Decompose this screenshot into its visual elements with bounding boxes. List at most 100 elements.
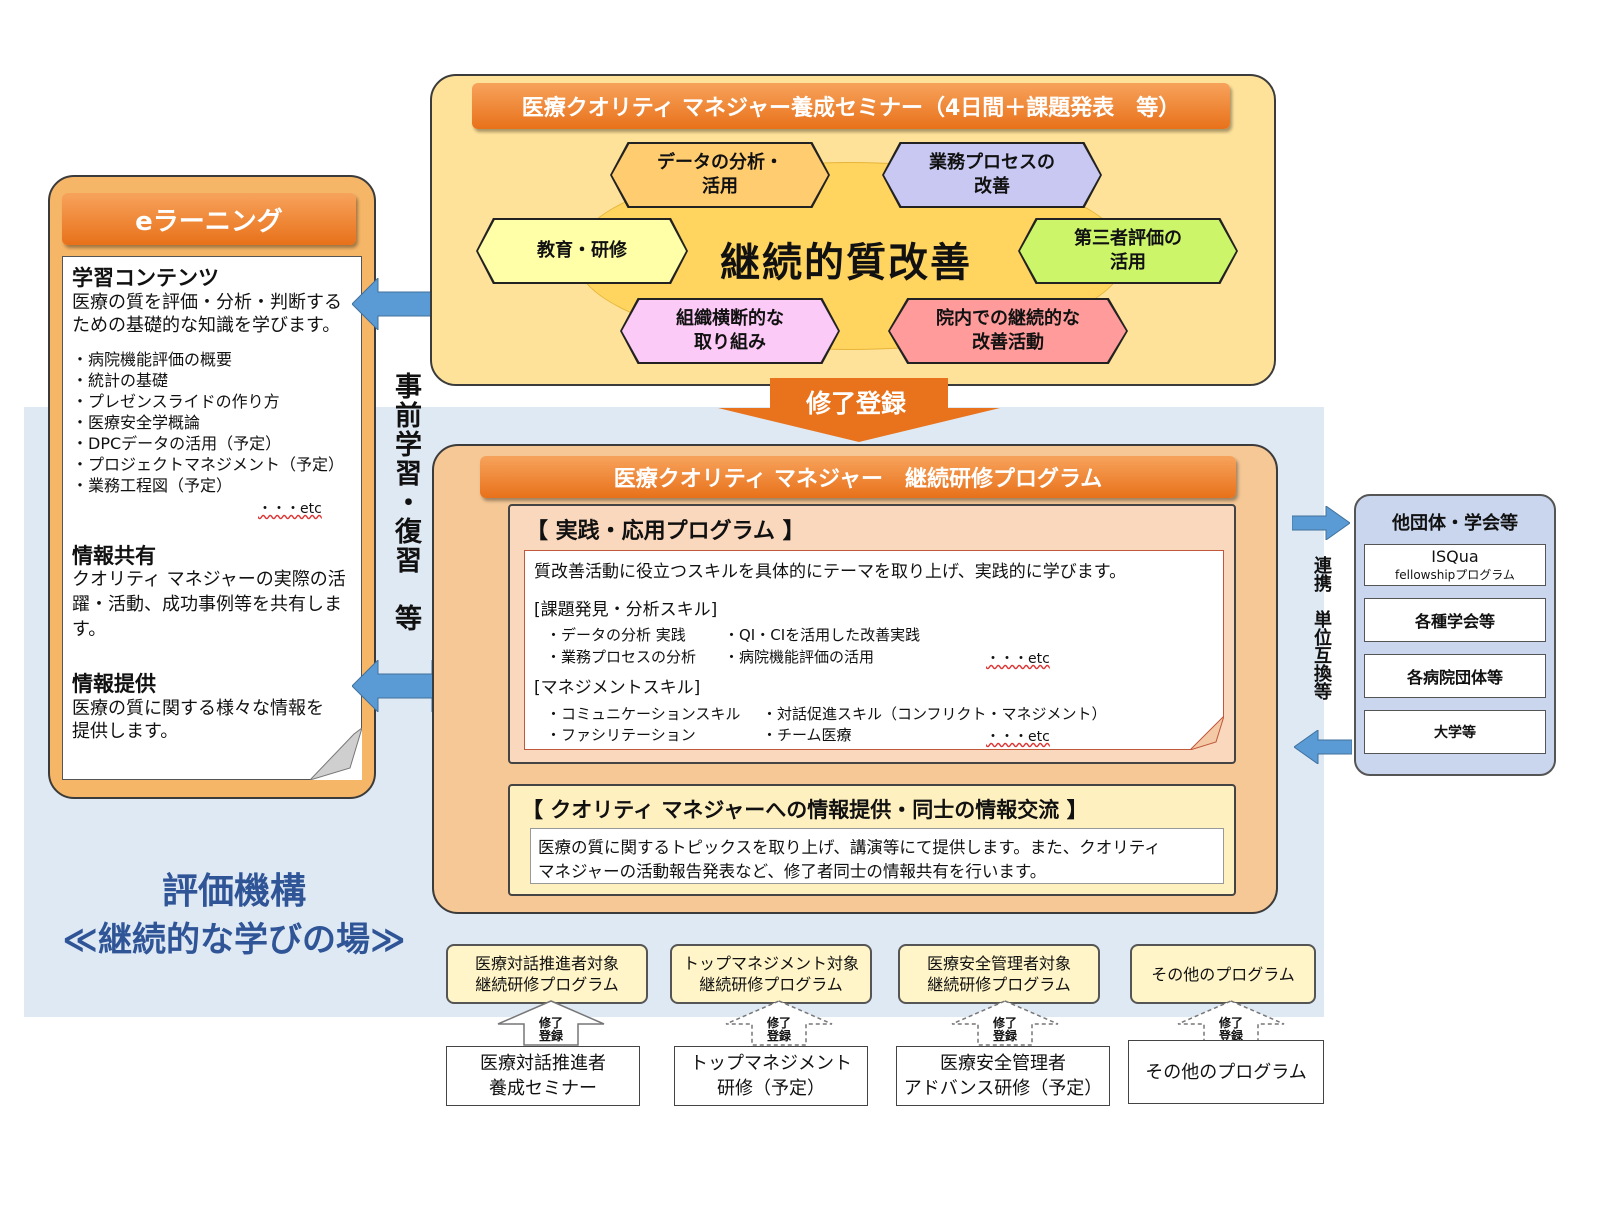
isqua-sub: fellowshipプログラム [1395,568,1515,582]
skill-item: ・コミュニケーションスキル [546,705,741,723]
arrow-label-line: 登録 [992,1029,1017,1043]
arrow-label-line: 登録 [538,1029,563,1043]
info-line-2: マネジャーの活動報告発表など、修了者同士の情報共有を行います。 [538,862,1047,881]
bottom-seminar-line: その他のプログラム [1145,1061,1307,1083]
isqua-item: ISQua fellowshipプログラム [1364,544,1546,586]
providing-desc-2: 提供します。 [72,721,179,742]
paper-curl-icon [310,728,362,780]
bottom-program: その他のプログラム [1130,944,1316,1004]
hex-line: 教育・研修 [537,240,627,261]
skill-item: ・QI・CIを活用した改善実践 [724,626,921,644]
learning-item: ・病院機能評価の概要 [72,350,233,369]
up-arrow-icon [1177,1000,1285,1046]
arrow-label: 修了登録 [524,1017,578,1043]
practice-heading: 【 実践・応用プログラム 】 [526,519,805,544]
sharing-desc-2: 躍・活動、成功事例等を共有しま [72,594,342,615]
learning-item: ・医療安全学概論 [72,413,201,432]
cooperation-label: 連携 単位互換等 [1311,556,1332,700]
paper-curl-icon [1190,716,1224,750]
skill-item: ・データの分析 実践 [546,626,686,644]
providing-desc-1: 医療の質に関する様々な情報を [72,698,324,719]
practice-paper [524,550,1224,750]
learning-desc-2: ための基礎的な知識を学びます。 [72,315,341,336]
org-name: 評価機構 [161,871,306,912]
hex-data-analysis-fill: データの分析・活用 [612,144,828,206]
seminar-title: 医療クオリティ マネジャー養成セミナー（4日間＋課題発表 等） [472,83,1230,129]
bottom-program-line: トップマネジメント対象 [682,954,859,973]
hex-line: 改善 [974,176,1010,197]
hex-line: 活用 [1110,252,1146,273]
double-arrow-icon [352,660,458,712]
learning-item: ・統計の基礎 [72,371,169,390]
completion-arrow-icon [718,378,1000,442]
bottom-program: 医療安全管理者対象継続研修プログラム [898,944,1100,1004]
org-item: 各種学会等 [1364,598,1546,642]
org-item: 大学等 [1364,710,1546,754]
up-arrow-icon [951,1000,1059,1046]
skill-item: ・ファシリテーション [546,726,696,744]
org-subtitle: ≪継続的な学びの場≫ [62,920,406,960]
up-arrow-icon [725,1000,833,1046]
bottom-seminar: 医療対話推進者養成セミナー [446,1046,640,1106]
hex-line: 組織横断的な [676,308,784,329]
skill-etc: ・・・etc [986,651,1050,667]
info-heading: 【 クオリティ マネジャーへの情報提供・同士の情報交流 】 [522,798,1088,822]
bottom-seminar: トップマネジメント研修（予定） [674,1046,868,1106]
sharing-desc-3: す。 [72,619,107,640]
double-arrow-icon [352,278,458,330]
hex-line: 第三者評価の [1074,228,1182,249]
continuous-quality-improvement: 継続的質改善 [720,240,972,286]
sharing-heading: 情報共有 [72,544,156,568]
elearning-paper [62,256,362,780]
hex-line: 院内での継続的な [936,308,1080,329]
isqua-name: ISQua [1431,547,1479,566]
bottom-program-line: 継続研修プログラム [699,975,843,994]
sharing-desc-1: クオリティ マネジャーの実際の活 [72,569,346,590]
skill-etc: ・・・etc [986,729,1050,745]
hex-line: 活用 [702,176,738,197]
bottom-program: トップマネジメント対象継続研修プログラム [670,944,872,1004]
bottom-program-line: 医療安全管理者対象 [926,954,1071,973]
hex-line: 改善活動 [972,332,1044,353]
program-title: 医療クオリティ マネジャー 継続研修プログラム [480,456,1236,498]
skill-analysis-label: [課題発見・分析スキル] [534,600,718,620]
hex-line: データの分析・ [657,152,783,173]
bottom-program-line: 継続研修プログラム [475,975,619,994]
other-orgs-title: 他団体・学会等 [1392,513,1518,534]
bottom-seminar-line: アドバンス研修（予定） [903,1078,1103,1099]
hex-education-fill: 教育・研修 [478,220,686,282]
bottom-program: 医療対話推進者対象継続研修プログラム [446,944,648,1004]
hex-continuous-activity-fill: 院内での継続的な改善活動 [890,300,1126,362]
learning-etc: ・・・etc [258,501,322,517]
org-item: 各病院団体等 [1364,654,1546,698]
arrow-label-line: 修了 [992,1016,1017,1030]
arrow-label: 修了登録 [1204,1017,1258,1043]
up-arrow-icon [497,1000,605,1046]
providing-heading: 情報提供 [72,672,156,696]
bottom-seminar-line: 医療対話推進者 [480,1053,606,1074]
bottom-seminar: 医療安全管理者アドバンス研修（予定） [896,1046,1110,1106]
arrow-label-line: 修了 [1218,1016,1243,1030]
skill-item: ・チーム医療 [762,726,852,744]
skill-item: ・病院機能評価の活用 [724,648,875,666]
learning-heading: 学習コンテンツ [72,266,219,290]
pre-post-study-label: 事前学習・復習 等 [390,372,421,633]
learning-desc-1: 医療の質を評価・分析・判断する [72,292,342,313]
elearning-title: eラーニング [62,193,356,245]
skill-management-label: [マネジメントスキル] [534,678,701,698]
learning-item: ・プロジェクトマネジメント（予定） [72,455,345,474]
learning-item: ・プレゼンスライドの作り方 [72,392,280,411]
arrow-label-line: 修了 [766,1016,791,1030]
hex-third-party-evaluation-fill: 第三者評価の活用 [1020,220,1236,282]
arrow-label: 修了登録 [978,1017,1032,1043]
skill-item: ・対話促進スキル（コンフリクト・マネジメント） [762,705,1107,723]
bottom-seminar: その他のプログラム [1128,1040,1324,1104]
bottom-seminar-line: 医療安全管理者 [939,1053,1066,1074]
arrow-right-icon [1292,506,1350,540]
arrow-label-line: 登録 [1218,1029,1243,1043]
hex-cross-organization-fill: 組織横断的な取り組み [622,300,838,362]
learning-item: ・DPCデータの活用（予定） [72,434,282,453]
hex-line: 取り組み [694,332,766,353]
hex-process-improvement-fill: 業務プロセスの改善 [884,144,1100,206]
bottom-program-line: その他のプログラム [1151,964,1295,984]
